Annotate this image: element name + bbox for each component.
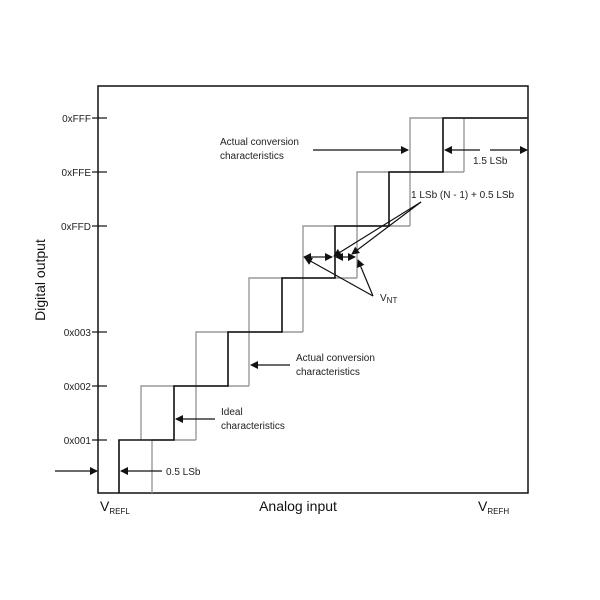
- actual-top-label-1: Actual conversion: [220, 137, 299, 148]
- y-tick-label: 0x003: [64, 328, 92, 339]
- actual-top-label-2: characteristics: [220, 151, 284, 162]
- y-tick-label: 0xFFD: [61, 222, 91, 233]
- ideal-characteristics: [118, 117, 528, 493]
- actual-mid-label-2: characteristics: [296, 367, 360, 378]
- arrow-icon: [333, 201, 422, 257]
- y-axis-title: Digital output: [32, 239, 48, 321]
- y-tick-label: 0x002: [64, 382, 92, 393]
- x-axis-title: Analog input: [259, 498, 337, 514]
- actual-mid-label-1: Actual conversion: [296, 353, 375, 364]
- arrow-icon: [351, 201, 422, 255]
- arrow-icon: [304, 257, 374, 297]
- vrefh-label: VREFH: [478, 498, 509, 516]
- lsb-formula-label: 1 LSb (N - 1) + 0.5 LSb: [411, 190, 515, 201]
- vrefl-label: VREFL: [100, 498, 130, 516]
- y-tick-label: 0x001: [64, 436, 92, 447]
- lsb-0-5-label: 0.5 LSb: [166, 467, 201, 478]
- actual-characteristics: [140, 117, 528, 493]
- y-tick-label: 0xFFE: [62, 168, 92, 179]
- lsb-1-5-label: 1.5 LSb: [473, 156, 508, 167]
- ideal-label-1: Ideal: [221, 407, 243, 418]
- plot-frame: [97, 85, 529, 494]
- ideal-label-2: characteristics: [221, 421, 285, 432]
- vnt-label: VNT: [380, 293, 397, 305]
- y-tick-label: 0xFFF: [62, 114, 91, 125]
- arrow-icon: [357, 259, 374, 297]
- y-ticks: [92, 117, 107, 441]
